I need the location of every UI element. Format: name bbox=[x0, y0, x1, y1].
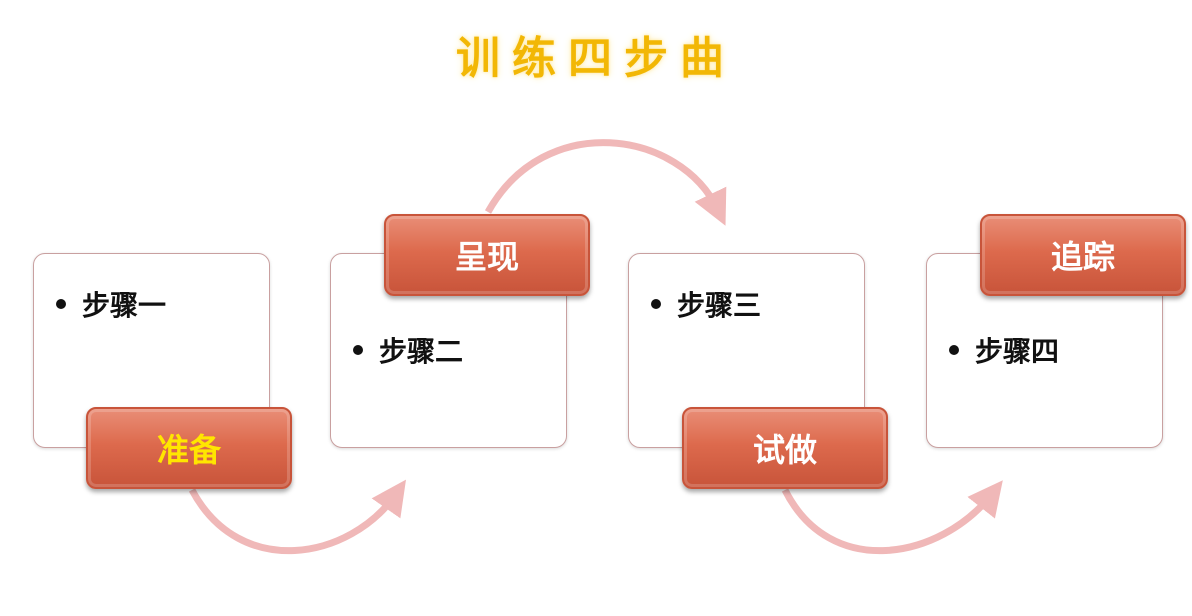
bullet-dot bbox=[56, 299, 66, 309]
bullet-dot bbox=[651, 299, 661, 309]
bullet-dot bbox=[949, 345, 959, 355]
step-2-text: 步骤二 bbox=[379, 335, 464, 368]
step-2-bullet: 步骤二 bbox=[353, 330, 463, 370]
step-3-text: 步骤三 bbox=[677, 289, 762, 322]
step-4-text: 步骤四 bbox=[975, 335, 1060, 368]
arrow-1-to-2 bbox=[188, 479, 407, 554]
step-3-label: 试做 bbox=[682, 407, 888, 489]
diagram-title: 训练四步曲 bbox=[456, 33, 736, 84]
step-1-bullet: 步骤一 bbox=[56, 284, 166, 324]
step-1-label: 准备 bbox=[86, 407, 292, 489]
step-1-text: 步骤一 bbox=[82, 289, 167, 322]
step-4-label: 追踪 bbox=[980, 214, 1186, 296]
bullet-dot bbox=[353, 345, 363, 355]
step-2-label: 呈现 bbox=[384, 214, 590, 296]
step-3-bullet: 步骤三 bbox=[651, 284, 761, 324]
step-4-bullet: 步骤四 bbox=[949, 330, 1059, 370]
arrow-3-to-4 bbox=[781, 480, 1003, 554]
arrow-2-to-3 bbox=[484, 139, 727, 226]
